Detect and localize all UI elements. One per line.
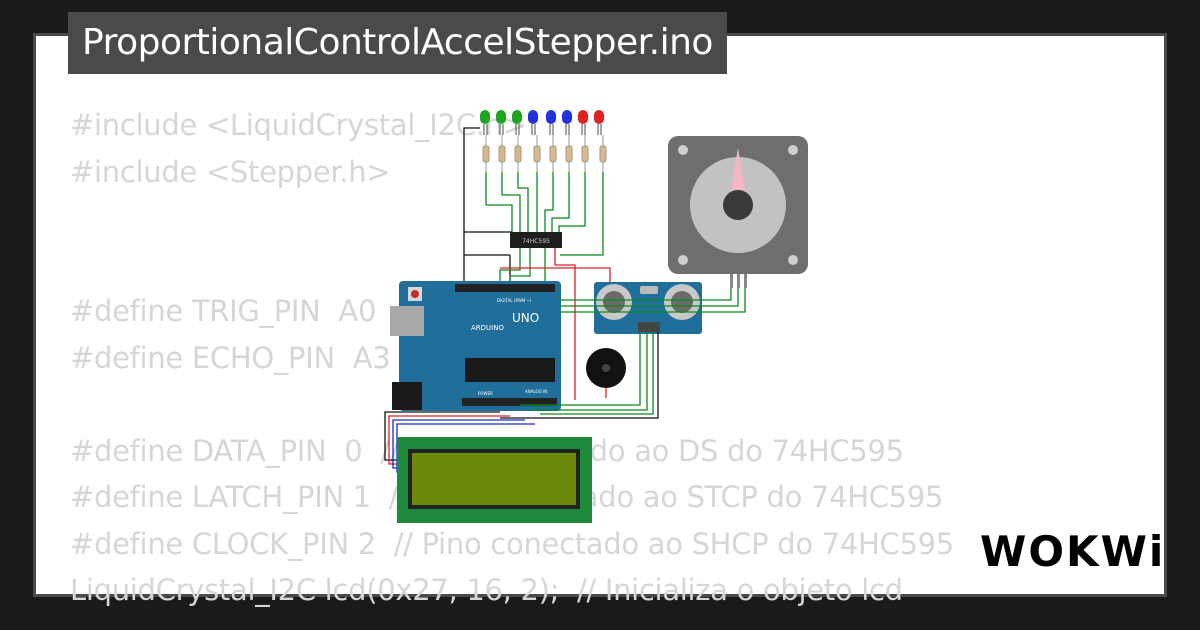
led-icon [594,110,604,135]
stepper-motor-icon [668,136,808,288]
arduino-digital-label: DIGITAL (PWM ~) [497,298,532,303]
logo-text: WOKWi [980,527,1165,576]
arduino-uno-board-icon: ARDUINO UNO DIGITAL (PWM ~) POWER ANALOG… [390,281,561,411]
led-row [480,110,604,135]
led-icon [528,110,538,135]
project-title: ProportionalControlAccelStepper.ino [68,12,727,74]
resistor-row [482,135,607,172]
arduino-brand: ARDUINO [471,324,504,332]
code-line: #define CLOCK_PIN 2 // Pino conectado ao… [70,526,954,561]
arduino-model: UNO [512,311,539,325]
resistor-icon [482,135,490,172]
code-line: LiquidCrystal_I2C lcd(0x27, 16, 2); // I… [70,573,903,607]
led-icon [562,110,572,135]
resistor-icon [599,135,607,172]
lcd-display-icon [397,437,592,523]
led-icon [546,110,556,135]
led-icon [512,110,522,135]
resistor-icon [533,135,541,172]
circuit-diagram: 74HC595 ARDUINO UNO DIGITAL (PWM ~) POWE… [384,110,808,523]
resistor-icon [581,135,589,172]
wires-lcd [384,411,535,473]
code-line: #include <LiquidCrystal_I2C.h> [70,108,527,142]
wires-green [485,172,604,256]
code-line: #include <Stepper.h> [70,154,391,189]
code-line: #define ECHO_PIN A3 [70,340,391,375]
arduino-analog-label: ANALOG IN [525,389,547,394]
arduino-power-label: POWER [478,391,493,396]
resistor-icon [549,135,557,172]
shift-register-chip-icon: 74HC595 [510,232,562,248]
code-line: #define TRIG_PIN A0 [70,294,377,328]
led-icon [480,110,490,135]
wires-sensor [500,332,659,419]
wires-motor [560,288,746,313]
buzzer-icon [586,348,626,398]
resistor-icon [565,135,573,172]
led-icon [496,110,506,135]
resistor-icon [498,135,506,172]
resistor-icon [514,135,522,172]
wokwi-logo: WOKWi [980,527,1163,576]
ultrasonic-sensor-icon [594,282,702,334]
chip-label: 74HC595 [522,238,550,245]
led-icon [578,110,588,135]
